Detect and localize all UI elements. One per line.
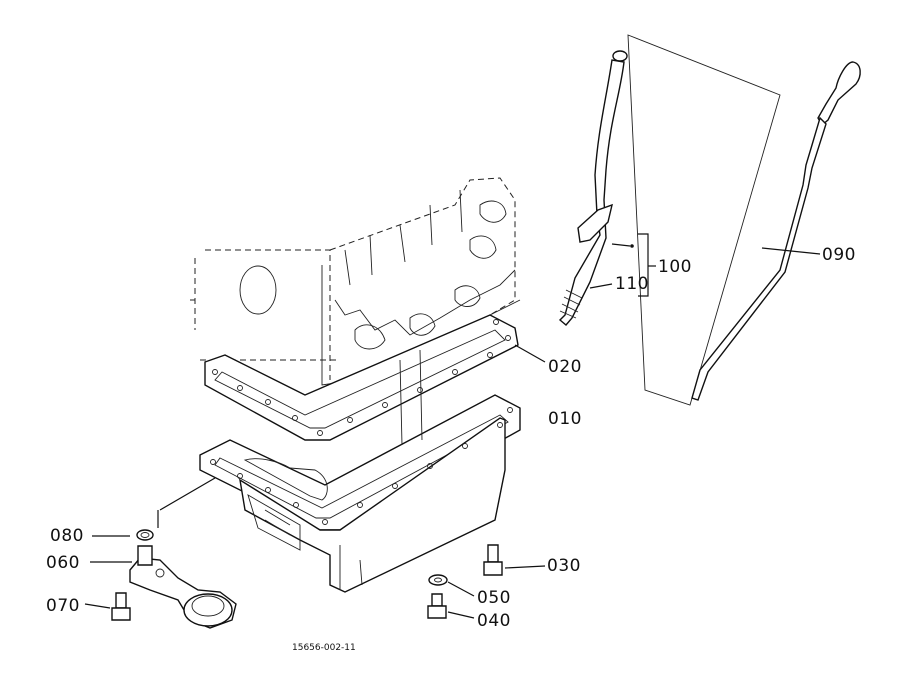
- label-100: 100: [658, 257, 692, 277]
- bolt-030: [483, 544, 503, 576]
- label-070: 070: [46, 596, 80, 616]
- label-040: 040: [477, 611, 511, 631]
- label-010: 010: [548, 409, 582, 429]
- oil-pan: [199, 349, 521, 593]
- label-080: 080: [50, 526, 84, 546]
- label-110: 110: [615, 274, 649, 294]
- label-060: 060: [46, 553, 80, 573]
- label-090: 090: [822, 245, 856, 265]
- o-ring: [136, 529, 154, 541]
- dipstick: [627, 34, 861, 406]
- guide-pipe-rings: [559, 289, 583, 319]
- washer-050: [428, 574, 448, 586]
- bolt-070: [111, 592, 131, 621]
- drain-bracket: [129, 545, 237, 629]
- pan-bolt-holes: [210, 407, 513, 525]
- label-050: 050: [477, 588, 511, 608]
- bolt-040: [427, 593, 447, 619]
- label-020: 020: [548, 357, 582, 377]
- label-030: 030: [547, 556, 581, 576]
- callout-labels: 020 010 030 050 040 080 060 070 090 100 …: [46, 245, 856, 631]
- gasket-bolt-holes: [212, 319, 511, 436]
- dipstick-guide-assembly: [558, 50, 628, 326]
- oil-pan-gasket: [204, 314, 519, 441]
- drawing-number: 15656-002-11: [292, 643, 356, 653]
- leader-lines: [84, 233, 821, 619]
